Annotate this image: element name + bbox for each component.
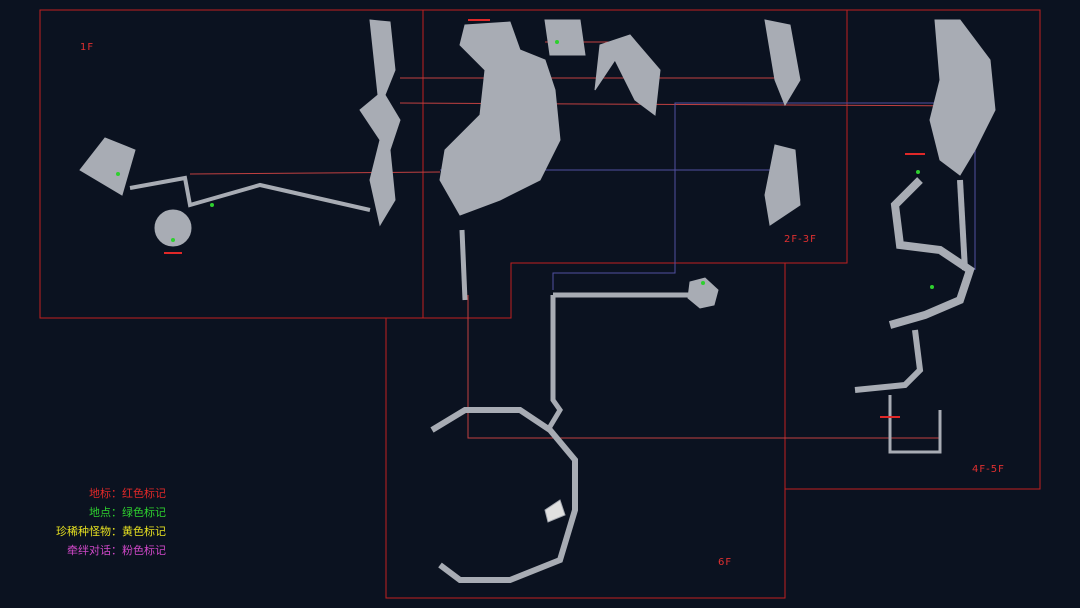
location-marker <box>210 203 214 207</box>
terrain-1f-room <box>79 137 136 196</box>
terrain-2f-main <box>439 21 561 216</box>
terrain-6f-ring <box>430 407 578 583</box>
floor-label-4f-5f: 4F-5F <box>972 464 1005 475</box>
legend-rare-monster: 珍稀种怪物：黄色标记 <box>56 525 166 538</box>
frame-4f-5f <box>784 9 1041 490</box>
location-marker <box>555 40 559 44</box>
location-marker <box>930 285 934 289</box>
landmark-marker <box>905 153 925 155</box>
connection-lines <box>189 41 976 439</box>
legend-bond-dialogue: 牵绊对话：粉色标记 <box>67 544 166 557</box>
map-legend: 地标：红色标记 地点：绿色标记 珍稀种怪物：黄色标记 牵绊对话：粉色标记 <box>40 484 166 560</box>
location-marker <box>116 172 120 176</box>
landmark-marker <box>468 19 490 21</box>
floor-label-6f: 6F <box>718 557 733 568</box>
floor-frames <box>39 9 1041 599</box>
legend-location: 地点：绿色标记 <box>89 506 166 519</box>
terrain-4f-main <box>929 19 996 176</box>
floor-label-2f-3f: 2F-3F <box>784 234 817 245</box>
location-marker <box>701 281 705 285</box>
terrain <box>79 19 996 583</box>
boss-silhouette-icon <box>544 499 566 523</box>
legend-landmark: 地标：红色标记 <box>89 487 166 500</box>
terrain-1f-east <box>359 19 401 227</box>
frame-6f <box>385 262 786 599</box>
floor-label-1f: 1F <box>80 42 95 53</box>
landmark-marker <box>880 416 900 418</box>
landmark-marker <box>164 252 182 254</box>
location-marker <box>916 170 920 174</box>
markers <box>116 19 934 418</box>
location-marker <box>171 238 175 242</box>
